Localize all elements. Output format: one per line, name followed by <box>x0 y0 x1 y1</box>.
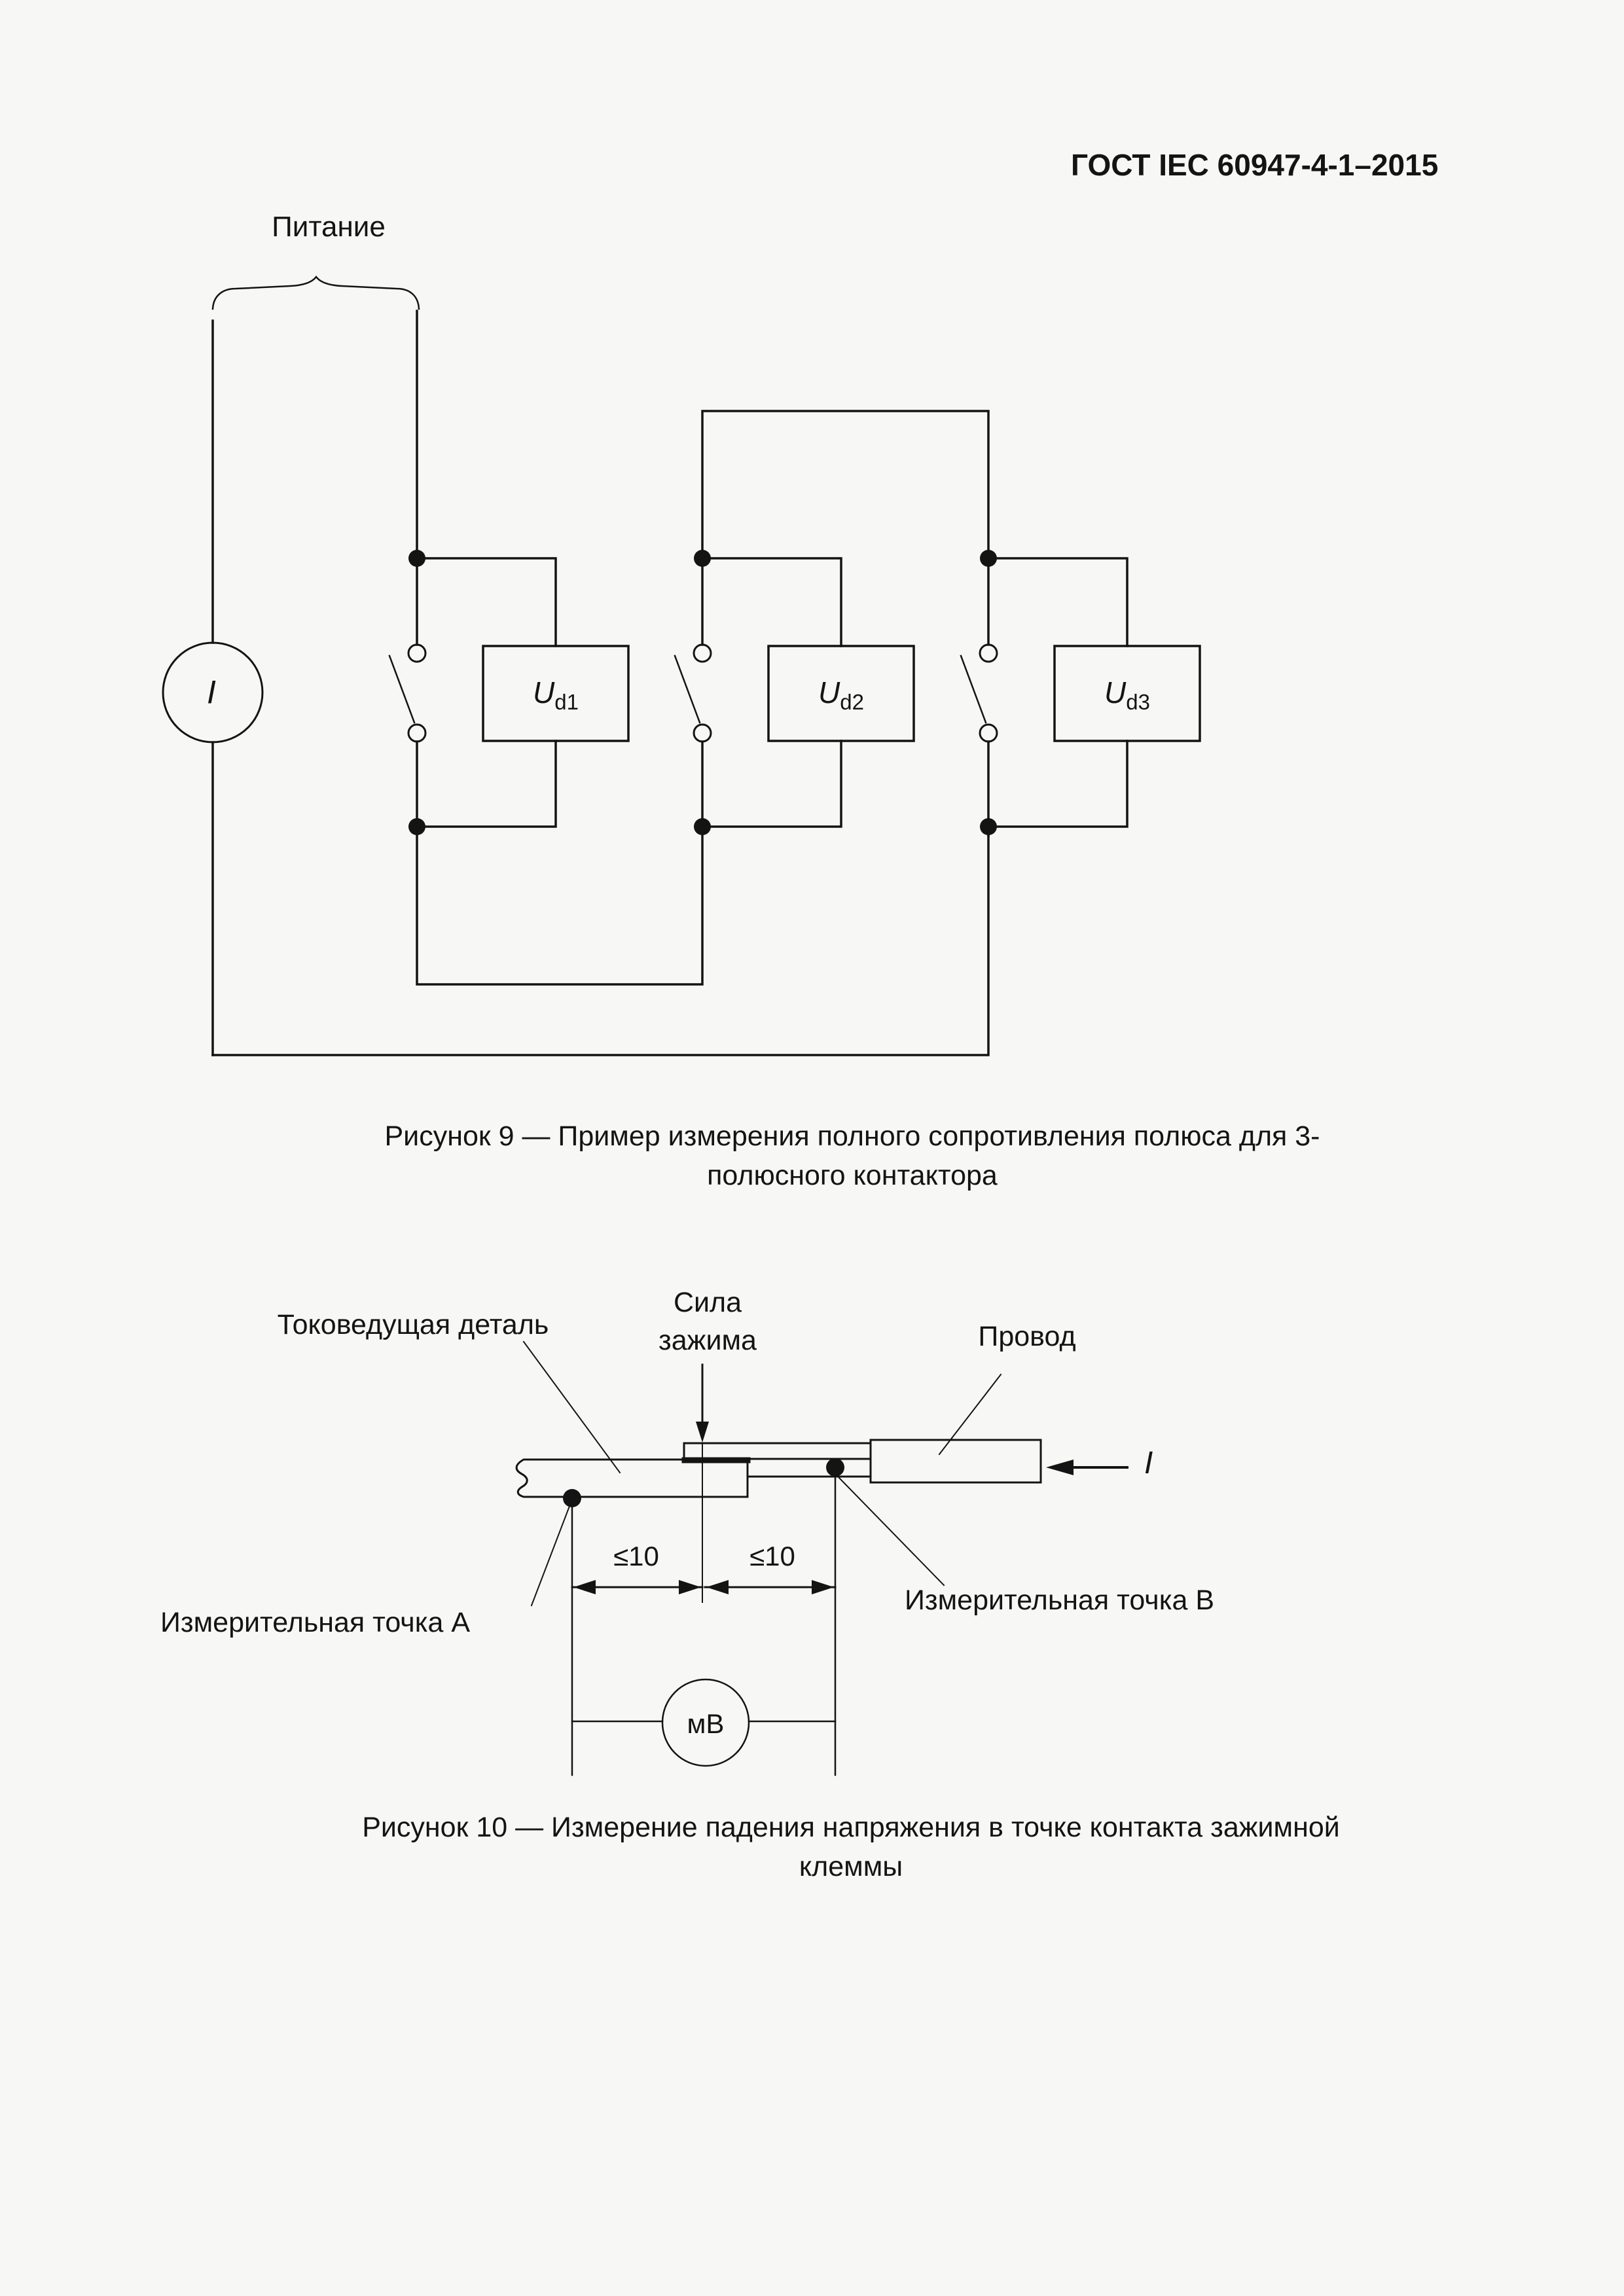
pole1-voltmeter-box <box>482 645 630 742</box>
ud1-symbol: U <box>533 675 555 709</box>
voltmeter-label-ud1: Ud1 <box>533 675 579 713</box>
clamp-force-arrowhead <box>696 1422 709 1443</box>
pole1-contact-top <box>407 643 427 663</box>
top-link-rail <box>701 410 990 551</box>
pole-2 <box>674 550 915 835</box>
figure10-diagram <box>515 1340 1128 1776</box>
pole1-voltmeter-wire-top <box>416 557 557 647</box>
pole1-switch-blade <box>388 655 416 724</box>
point-a-label: Измерительная точка А <box>160 1607 470 1638</box>
wire-leader <box>938 1373 1002 1456</box>
clamp-plate <box>683 1442 872 1460</box>
pole2-voltmeter-wire-top <box>701 557 842 647</box>
dimension-label-left: ≤10 <box>613 1541 659 1571</box>
ud2-subscript: d2 <box>840 690 864 715</box>
pole2-node-top <box>694 550 711 567</box>
dim-arrow-left-out <box>573 1580 596 1594</box>
current-source-label: I <box>207 673 216 711</box>
pole3-voltmeter-wire-top <box>987 557 1128 647</box>
point-b-leader <box>838 1477 945 1587</box>
ud1-subscript: d1 <box>554 690 579 715</box>
pole1-node-bottom <box>408 818 425 835</box>
pole1-node-top <box>408 550 425 567</box>
supply-label: Питание <box>272 211 386 243</box>
point-a-leader <box>530 1501 572 1607</box>
pole2-switch-blade <box>674 655 701 724</box>
pole-3 <box>960 550 1201 837</box>
wire-box <box>869 1439 1042 1484</box>
pole3-voltmeter-box <box>1053 645 1201 742</box>
pole2-voltmeter-box <box>767 645 915 742</box>
figure9-caption-line2: полюсного контактора <box>707 1160 998 1191</box>
ud3-symbol: U <box>1104 675 1127 709</box>
voltmeter-label-ud2: Ud2 <box>818 675 864 713</box>
clamp-force-label-line1: Сила <box>673 1287 742 1318</box>
pole2-voltmeter-wire-bottom <box>701 740 842 828</box>
pole1-voltmeter-wire-bottom <box>416 740 557 828</box>
figure9-caption-line1: Рисунок 9 — Пример измерения полного соп… <box>384 1121 1320 1152</box>
voltmeter-label-ud3: Ud3 <box>1104 675 1150 713</box>
pole2-node-bottom <box>694 818 711 835</box>
busbar-outline <box>515 1458 749 1498</box>
pole-1 <box>388 550 630 835</box>
supply-brace <box>211 275 420 310</box>
millivoltmeter-label: мВ <box>687 1708 725 1739</box>
pole3-node-bottom <box>980 818 997 835</box>
pole2-contact-bottom <box>693 723 712 743</box>
current-label: I <box>1144 1446 1153 1480</box>
ud3-subscript: d3 <box>1126 690 1150 715</box>
figure9-circuit <box>162 275 1201 1056</box>
busbar-label: Токоведущая деталь <box>277 1309 549 1340</box>
dim-arrow-left-in <box>679 1580 701 1594</box>
page-header: ГОСТ IEC 60947-4-1–2015 <box>1071 148 1439 182</box>
busbar-leader <box>522 1340 621 1474</box>
pole2-contact-top <box>693 643 712 663</box>
pole3-switch-blade <box>960 655 987 724</box>
wire-label: Провод <box>978 1321 1076 1352</box>
ud2-symbol: U <box>818 675 840 709</box>
dim-arrow-right-in <box>706 1580 729 1594</box>
bottom-outer-rail <box>211 834 990 1056</box>
point-b-dot <box>826 1458 844 1477</box>
pole3-contact-top <box>979 643 998 663</box>
clamp-force-label-line2: зажима <box>659 1325 757 1356</box>
figure10-caption-line1: Рисунок 10 — Измерение падения напряжени… <box>362 1812 1340 1843</box>
pole3-node-top <box>980 550 997 567</box>
millivoltmeter-circle <box>661 1678 750 1767</box>
bottom-inner-rail <box>416 834 704 986</box>
dim-arrow-right-out <box>812 1580 834 1594</box>
pole3-contact-bottom <box>979 723 998 743</box>
figure10-caption-line2: клеммы <box>799 1851 903 1882</box>
point-a-dot <box>563 1489 581 1507</box>
dimension-label-right: ≤10 <box>749 1541 795 1571</box>
pole3-voltmeter-wire-bottom <box>987 740 1128 828</box>
point-b-label: Измерительная точка В <box>905 1585 1214 1616</box>
pole1-contact-bottom <box>407 723 427 743</box>
current-arrowhead <box>1046 1460 1074 1475</box>
